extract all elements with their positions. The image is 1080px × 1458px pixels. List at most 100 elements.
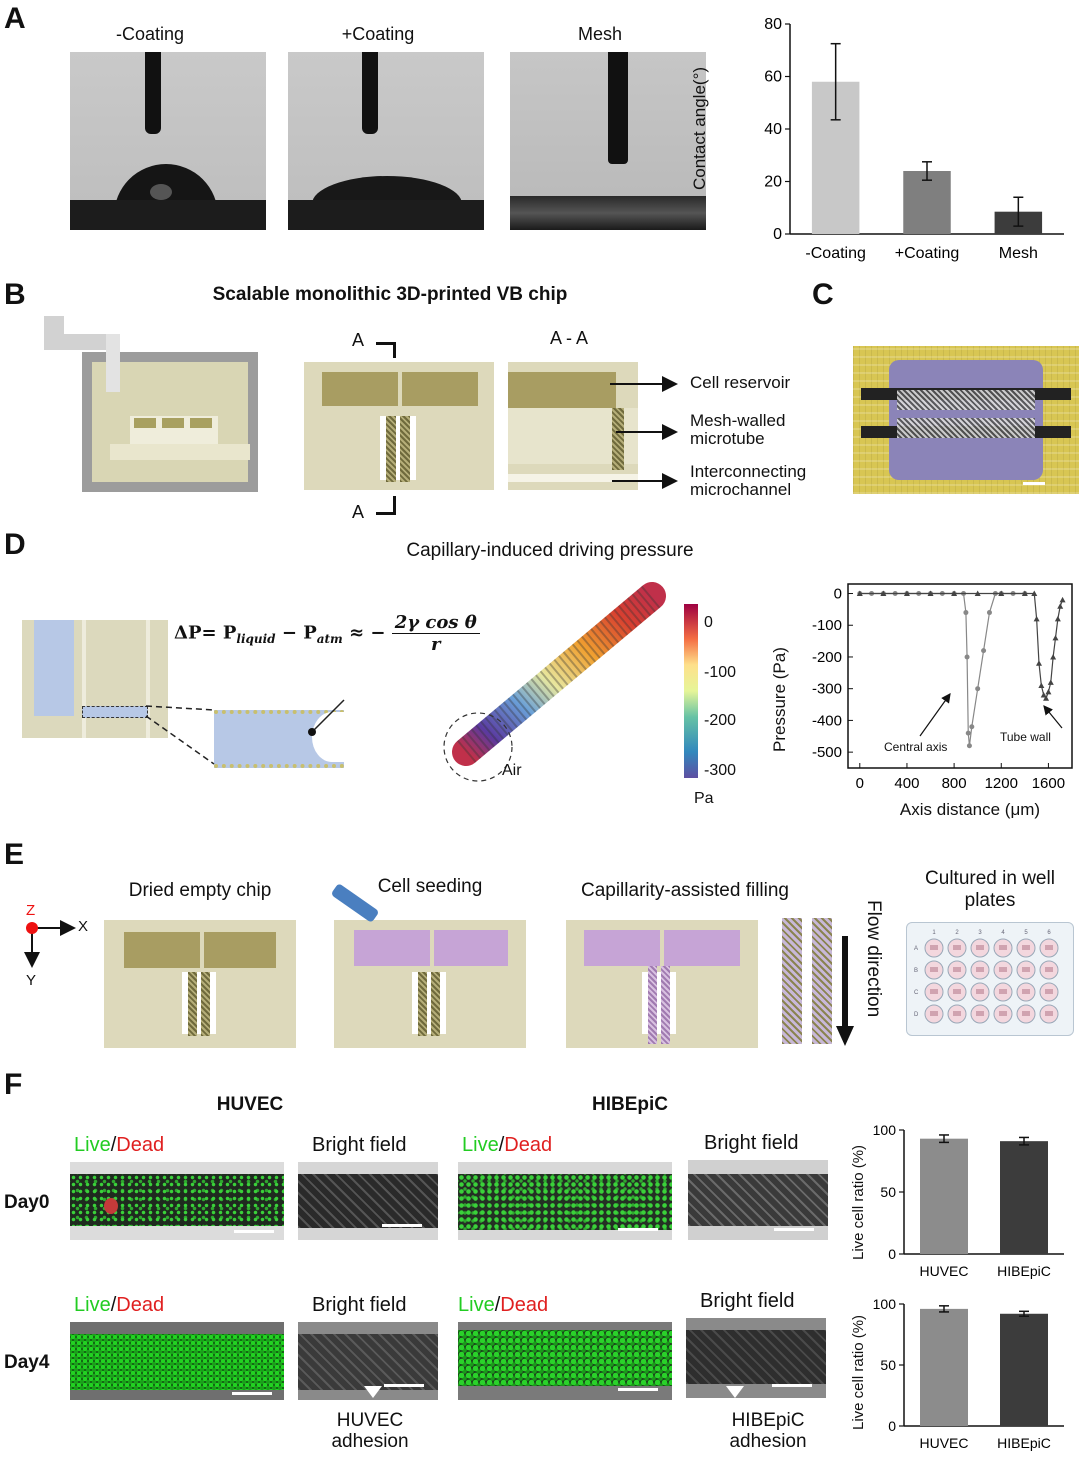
slash-text: / xyxy=(494,1294,501,1316)
bar xyxy=(920,1308,968,1426)
pressure-simulation xyxy=(443,582,698,782)
x-tick-label: Mesh xyxy=(999,245,1038,262)
section-marker-bottom-h xyxy=(376,512,396,515)
data-point xyxy=(1059,596,1066,603)
x-tick-label: HIBEpiC xyxy=(997,1435,1051,1451)
scale-bar xyxy=(384,1384,424,1387)
eq-mid: − P xyxy=(275,622,317,644)
bright-huvec-day0 xyxy=(298,1162,438,1240)
data-point xyxy=(1045,688,1052,695)
colorbar-unit: Pa xyxy=(694,790,714,807)
data-point xyxy=(951,590,958,597)
well-chip xyxy=(976,989,984,994)
bright-field-label-4: Bright field xyxy=(700,1290,795,1312)
title-well-plate-1: Cultured in well xyxy=(925,868,1055,889)
data-point xyxy=(1047,679,1054,685)
well-chip xyxy=(1045,967,1053,972)
eq-numerator: 2γ cos θ xyxy=(391,612,480,634)
title-well-plate-2: plates xyxy=(964,890,1016,911)
y-tick-label: -200 xyxy=(812,649,842,666)
well-row-label: B xyxy=(914,968,918,974)
axis-y-label: Y xyxy=(26,972,37,989)
section-marker-top-v xyxy=(393,342,396,358)
photo-title-mesh: Mesh xyxy=(577,24,622,44)
data-point xyxy=(1057,603,1064,609)
section-marker-bottom-v xyxy=(393,496,396,514)
y-tick-label: 80 xyxy=(764,16,782,33)
live-ratio-ylabel-day0: Live cell ratio (%) xyxy=(850,1144,867,1260)
well-chip xyxy=(1045,945,1053,950)
well-chip xyxy=(999,1011,1007,1016)
colorbar-tick-0: 0 xyxy=(704,614,713,631)
data-point xyxy=(1031,590,1038,597)
eq-approx: ≈ − xyxy=(349,622,386,644)
data-point xyxy=(880,590,887,597)
capillary-schematic xyxy=(22,620,168,738)
bar xyxy=(1000,1141,1048,1254)
x-tick-label: 0 xyxy=(856,775,864,792)
y-tick-label: -300 xyxy=(812,681,842,698)
fluor-huvec-day4 xyxy=(70,1322,284,1400)
label-mesh-walled: Mesh-walled xyxy=(690,411,786,430)
air-label: Air xyxy=(502,762,522,779)
chip-photo xyxy=(853,346,1079,494)
live-dead-label-4: Live/Dead xyxy=(458,1294,548,1317)
flow-arrow-head xyxy=(836,1026,854,1046)
bright-field-label-3: Bright field xyxy=(312,1294,407,1316)
data-point xyxy=(1050,653,1057,660)
well-chip xyxy=(1022,967,1030,972)
label-cell-reservoir: Cell reservoir xyxy=(690,373,791,392)
title-dried-chip: Dried empty chip xyxy=(128,880,272,901)
adhesion-huvec-1: HUVEC xyxy=(336,1410,404,1431)
well-chip xyxy=(1045,989,1053,994)
well-row-label: D xyxy=(914,1012,919,1018)
scale-bar xyxy=(1023,482,1045,485)
fluor-huvec-day0 xyxy=(70,1162,284,1240)
panel-label-b: B xyxy=(4,278,26,311)
adhesion-hibepic-1: HIBEpiC xyxy=(731,1410,805,1431)
annotation-central-axis: Central axis xyxy=(884,740,948,754)
x-tick-label: 400 xyxy=(894,775,919,792)
x-tick-label: -Coating xyxy=(805,245,865,262)
chip-cross-section xyxy=(508,362,638,490)
xyz-axes xyxy=(24,920,76,968)
y-tick-label: 20 xyxy=(764,174,782,191)
well-chip xyxy=(999,989,1007,994)
data-point xyxy=(969,724,975,730)
data-point xyxy=(1021,590,1028,597)
scale-bar xyxy=(772,1384,812,1387)
well-chip xyxy=(976,967,984,972)
well-chip xyxy=(930,1011,938,1016)
colorbar-tick-300: -300 xyxy=(704,762,737,779)
data-point xyxy=(1033,615,1040,622)
title-capillary-filling: Capillarity-assisted filling xyxy=(580,880,790,901)
well-chip xyxy=(1022,1011,1030,1016)
section-arrows xyxy=(610,376,678,489)
day0-label: Day0 xyxy=(4,1192,50,1213)
well-chip xyxy=(953,1011,961,1016)
data-point xyxy=(963,610,969,616)
chip-inlet-pipe-horizontal xyxy=(44,334,120,350)
zoomed-tube-right xyxy=(812,918,832,1044)
group-label-huvec: HUVEC xyxy=(216,1094,284,1115)
well-col-label: 3 xyxy=(978,930,982,936)
scale-bar xyxy=(232,1392,272,1395)
data-point xyxy=(1052,634,1059,641)
scale-bar xyxy=(774,1228,814,1231)
capillary-equation: ΔP= Pliquid − Patm ≈ − 2γ cos θ r xyxy=(174,612,480,655)
flow-arrow-shaft xyxy=(842,936,848,1028)
well-chip xyxy=(999,945,1007,950)
bar xyxy=(903,171,951,234)
droplet-photo-coating xyxy=(288,52,484,230)
label-microtube: microtube xyxy=(690,429,765,448)
panel-b-title: Scalable monolithic 3D-printed VB chip xyxy=(212,284,568,305)
y-tick-label: 100 xyxy=(873,1296,897,1312)
panel-label-f: F xyxy=(4,1068,23,1101)
y-tick-label: 60 xyxy=(764,69,782,86)
dead-text: Dead xyxy=(504,1134,553,1156)
data-point xyxy=(1054,615,1061,622)
well-chip xyxy=(930,967,938,972)
slash-text: / xyxy=(498,1134,505,1156)
well-chip xyxy=(1045,1011,1053,1016)
